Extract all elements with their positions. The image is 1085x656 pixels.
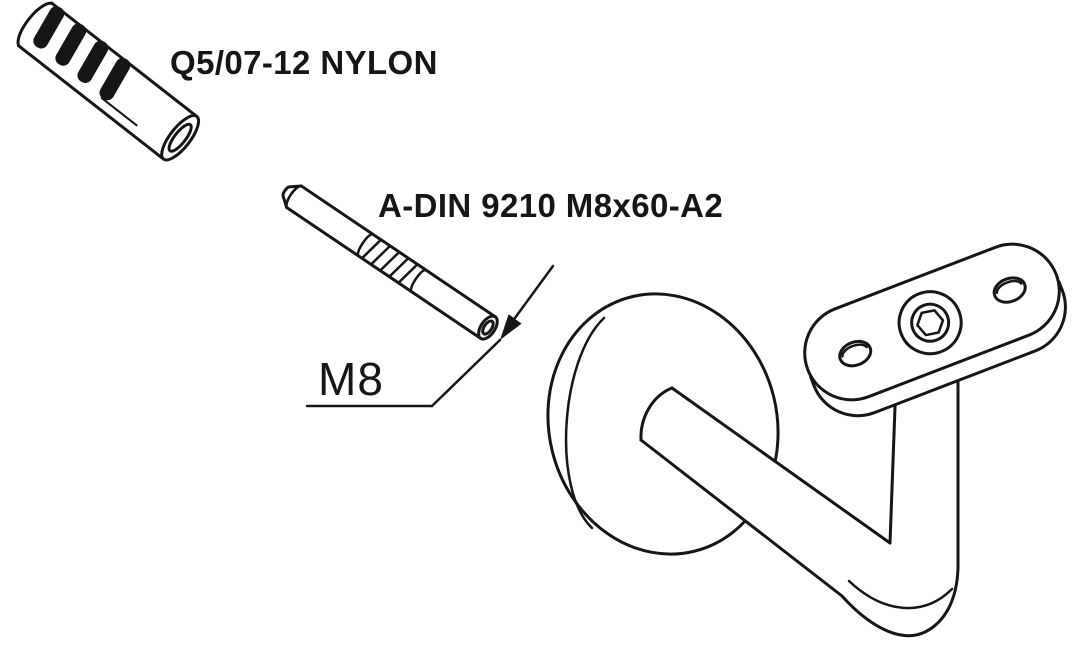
m8-dimension-leader <box>305 264 555 408</box>
tube-top-edge <box>670 386 892 545</box>
stud-part-label: A-DIN 9210 M8x60-A2 <box>378 187 724 224</box>
stud-top-edge <box>299 184 497 319</box>
nylon-wall-plug-drawing <box>16 1 201 162</box>
plug-cap-edge <box>16 1 54 48</box>
m8-thread-dimension-label: M8 <box>318 353 384 405</box>
hex-socket-icon <box>916 309 945 337</box>
stud-thread-end-seam <box>409 268 427 293</box>
tube-bottom-edge <box>639 438 844 598</box>
handrail-bracket-drawing <box>546 242 1067 638</box>
tube-elbow-outer-edge <box>840 370 960 638</box>
plug-rib <box>99 57 131 101</box>
plug-rib <box>77 40 109 83</box>
plug-rib <box>55 23 87 66</box>
plug-split-line <box>100 97 138 127</box>
saddle-screw-hole-left-depth <box>841 343 868 358</box>
wall-plate-rim-edge <box>564 316 606 530</box>
stud-thread-line <box>361 239 382 259</box>
stud-bottom-edge <box>285 205 483 340</box>
bracket-saddle-plate <box>803 242 1067 418</box>
tube-base-arc <box>639 386 674 442</box>
leader-diagonal-line <box>430 338 502 408</box>
stud-thread-line <box>379 251 400 272</box>
stud-thread-line <box>388 257 409 278</box>
tube-post-left-edge <box>888 378 898 545</box>
plug-bore-hole <box>167 122 193 153</box>
stud-thread-line <box>370 245 391 265</box>
dimension-arrowhead-icon <box>500 314 522 340</box>
arrow-shaft-line <box>510 264 555 324</box>
stud-tip-chamfer <box>281 184 303 209</box>
stud-thread-start-seam <box>356 232 374 257</box>
stud-end-bore <box>481 319 495 336</box>
plug-rib <box>33 6 65 49</box>
stud-tip-seam <box>285 184 303 209</box>
plug-bottom-edge <box>17 44 166 161</box>
bracket-tube-arm <box>639 368 960 638</box>
plug-part-label: Q5/07-12 NYLON <box>170 44 438 81</box>
saddle-screw-hole-right-depth <box>995 279 1023 295</box>
stud-thread-line <box>397 263 418 284</box>
threaded-stud-drawing <box>281 184 499 341</box>
plug-top-edge <box>50 1 199 118</box>
tube-arm-fill <box>640 368 958 638</box>
tube-elbow-seam <box>847 579 954 610</box>
